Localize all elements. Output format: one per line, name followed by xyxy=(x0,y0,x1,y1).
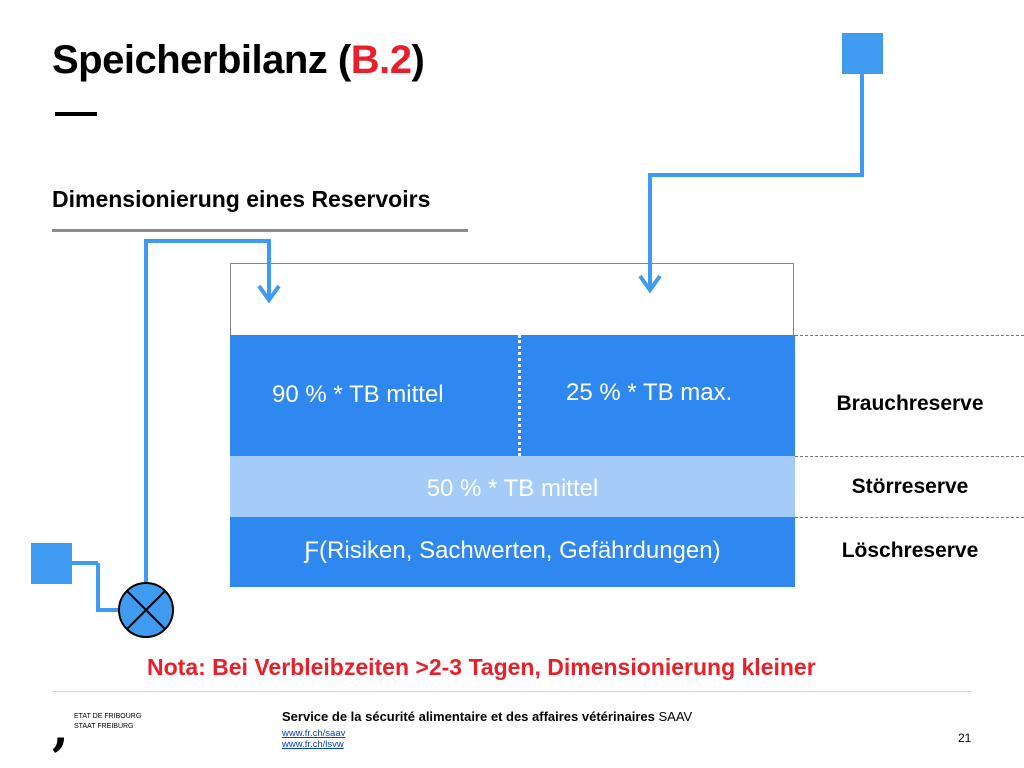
title-close: ) xyxy=(411,38,425,82)
reservoir-empty-space xyxy=(230,263,794,335)
page-title: Speicherbilanz (B.2) xyxy=(52,38,425,83)
source-square-right xyxy=(842,33,883,74)
title-dash xyxy=(55,112,97,116)
label-stoerreserve: Störreserve xyxy=(851,475,969,498)
inflow-arrow-right xyxy=(638,274,662,294)
service-name: Service de la sécurité alimentaire et de… xyxy=(282,709,692,724)
logo-text: ETAT DE FRIBOURG STAAT FREIBURG xyxy=(74,712,141,732)
inflow-pipe-left xyxy=(96,239,271,612)
nota-text: Nota: Bei Verbleibzeiten >2-3 Tagen, Dim… xyxy=(147,654,816,680)
loesch-text: Ƒ(Risiken, Sachwerten, Gefährdungen) xyxy=(304,537,721,564)
label-loeschreserve: Löschreserve xyxy=(841,539,979,562)
link-saav[interactable]: www.fr.ch/saav xyxy=(282,728,346,739)
logo-line2: STAAT FREIBURG xyxy=(74,723,134,730)
label-brauchreserve: Brauchreserve xyxy=(836,392,984,415)
brauch-left-text: 90 % * TB mittel xyxy=(272,381,444,408)
title-main: Speicherbilanz ( xyxy=(52,38,351,82)
page-number: 21 xyxy=(958,731,972,745)
inflow-pipe-right xyxy=(648,74,864,288)
service-abbr: SAAV xyxy=(654,709,693,724)
source-square-left xyxy=(31,543,72,584)
logo-line1: ETAT DE FRIBOURG xyxy=(74,713,142,720)
divider-top xyxy=(795,335,1024,336)
valve-icon xyxy=(118,582,174,638)
stoerreserve-band: 50 % * TB mittel xyxy=(230,456,795,517)
brauch-divider xyxy=(518,335,521,456)
brauchreserve-band: 90 % * TB mittel 25 % * TB max. xyxy=(230,335,795,456)
fribourg-logo-icon: , xyxy=(52,701,69,757)
brauch-right-text: 25 % * TB max. xyxy=(566,379,733,406)
loeschreserve-band: Ƒ(Risiken, Sachwerten, Gefährdungen) xyxy=(230,517,795,587)
stoer-text: 50 % * TB mittel xyxy=(426,475,599,502)
service-bold: Service de la sécurité alimentaire et de… xyxy=(282,709,655,724)
footer-rule xyxy=(52,691,972,692)
subtitle-rule xyxy=(52,229,468,232)
title-highlight: B.2 xyxy=(350,38,412,82)
divider-brauch-stoer xyxy=(795,456,1024,457)
inflow-arrow-left xyxy=(257,284,281,304)
link-lsvw[interactable]: www.fr.ch/lsvw xyxy=(282,739,344,750)
subtitle: Dimensionierung eines Reservoirs xyxy=(52,186,431,212)
divider-stoer-loesch xyxy=(795,517,1024,518)
